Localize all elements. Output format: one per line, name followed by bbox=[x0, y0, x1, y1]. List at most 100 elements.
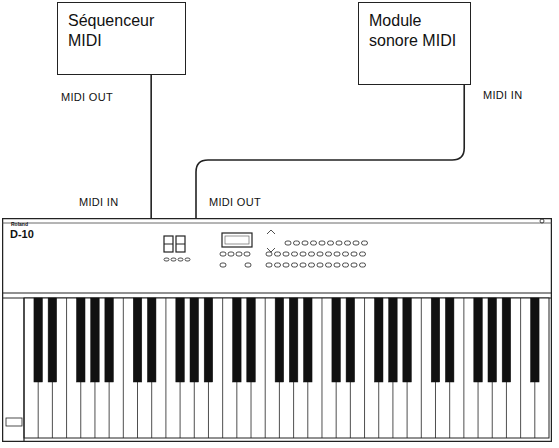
keyboard-instrument: RolandD-10 bbox=[2, 218, 552, 442]
keybed bbox=[23, 298, 24, 442]
black-key bbox=[488, 298, 497, 382]
tone-button bbox=[300, 263, 306, 267]
bender-lever bbox=[6, 418, 22, 426]
tone-button bbox=[292, 263, 298, 267]
keyboard-body bbox=[3, 219, 552, 442]
tone-button bbox=[311, 241, 317, 245]
lcd-display bbox=[225, 236, 249, 244]
tone-button bbox=[302, 241, 308, 245]
white-key bbox=[66, 298, 67, 438]
tone-button bbox=[362, 241, 368, 245]
tone-button bbox=[351, 252, 357, 256]
black-key bbox=[445, 298, 454, 382]
box-text: Module sonore MIDI bbox=[369, 11, 460, 51]
tone-button bbox=[334, 252, 340, 256]
tone-button bbox=[360, 263, 366, 267]
port-label: MIDI OUT bbox=[208, 196, 262, 208]
black-key bbox=[474, 298, 483, 382]
black-key bbox=[105, 298, 114, 382]
panel-button bbox=[245, 263, 251, 267]
tone-button bbox=[317, 263, 323, 267]
midi-cable bbox=[150, 75, 152, 218]
tone-button bbox=[294, 241, 300, 245]
white-key bbox=[222, 298, 223, 438]
tone-button bbox=[285, 241, 291, 245]
tone-button bbox=[353, 241, 359, 245]
keybed bbox=[24, 298, 549, 438]
black-key bbox=[403, 298, 412, 382]
panel-button bbox=[236, 252, 242, 256]
panel-button bbox=[244, 252, 250, 256]
black-key bbox=[389, 298, 398, 382]
black-key bbox=[176, 298, 185, 382]
black-key bbox=[275, 298, 284, 382]
black-key bbox=[204, 298, 213, 382]
black-key bbox=[247, 298, 256, 382]
black-key bbox=[34, 298, 43, 382]
arrow-symbol bbox=[267, 230, 275, 252]
tone-button bbox=[336, 241, 342, 245]
tone-button bbox=[334, 263, 340, 267]
tone-button bbox=[343, 263, 349, 267]
tone-button bbox=[283, 252, 289, 256]
black-key bbox=[77, 298, 86, 382]
led-digit bbox=[164, 244, 173, 245]
tone-button bbox=[326, 252, 332, 256]
tone-button bbox=[309, 252, 315, 256]
panel-button bbox=[228, 252, 234, 256]
panel-button bbox=[178, 258, 183, 261]
led-digit bbox=[176, 244, 185, 245]
white-key bbox=[265, 298, 266, 438]
panel-button bbox=[185, 258, 190, 261]
white-key bbox=[421, 298, 422, 438]
white-key bbox=[463, 298, 464, 438]
keyboard-drawing bbox=[2, 218, 552, 442]
tone-button bbox=[326, 263, 332, 267]
black-key bbox=[332, 298, 341, 382]
tone-button bbox=[275, 252, 281, 256]
panel-button bbox=[164, 258, 169, 261]
headphone-jack bbox=[540, 219, 544, 223]
panel-button bbox=[220, 252, 226, 256]
port-label: MIDI OUT bbox=[60, 91, 114, 103]
panel-edge bbox=[2, 292, 552, 293]
sequencer-box: Séquenceur MIDI bbox=[57, 2, 186, 75]
tone-button bbox=[328, 241, 334, 245]
sound-module-box: Module sonore MIDI bbox=[358, 2, 471, 85]
tone-button bbox=[317, 252, 323, 256]
port-label: MIDI IN bbox=[482, 89, 523, 101]
black-key bbox=[374, 298, 383, 382]
black-key bbox=[289, 298, 298, 382]
white-key bbox=[520, 298, 521, 438]
black-key bbox=[431, 298, 440, 382]
black-key bbox=[147, 298, 156, 382]
black-key bbox=[531, 298, 540, 382]
tone-button bbox=[351, 263, 357, 267]
panel-button bbox=[171, 258, 176, 261]
black-key bbox=[48, 298, 57, 382]
led-digit bbox=[176, 236, 185, 252]
tone-button bbox=[275, 263, 281, 267]
black-key bbox=[190, 298, 199, 382]
tone-button bbox=[283, 263, 289, 267]
port-label: MIDI IN bbox=[78, 196, 119, 208]
tone-button bbox=[360, 252, 366, 256]
white-key bbox=[364, 298, 365, 438]
white-key bbox=[165, 298, 166, 438]
tone-button bbox=[343, 252, 349, 256]
black-key bbox=[133, 298, 142, 382]
black-key bbox=[233, 298, 242, 382]
box-text: Séquenceur MIDI bbox=[68, 11, 175, 51]
tone-button bbox=[319, 241, 325, 245]
tone-button bbox=[309, 263, 315, 267]
midi-cable bbox=[196, 85, 464, 218]
black-key bbox=[346, 298, 355, 382]
black-key bbox=[91, 298, 100, 382]
black-key bbox=[304, 298, 313, 382]
panel-button bbox=[220, 263, 226, 267]
brand-logo: Roland bbox=[11, 222, 28, 227]
tone-button bbox=[266, 252, 272, 256]
tone-button bbox=[292, 252, 298, 256]
tone-button bbox=[300, 252, 306, 256]
led-digit bbox=[164, 236, 173, 252]
